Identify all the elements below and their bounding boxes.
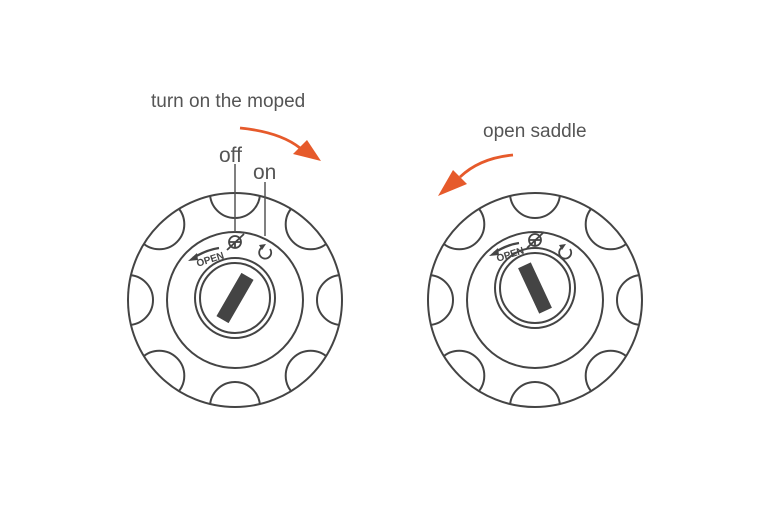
- crossed-steering-lock-icon: [526, 231, 545, 249]
- dial-outer-ring: [427, 192, 643, 408]
- ignition-dial-right: [427, 192, 643, 408]
- curved-arrow-icon: [239, 126, 321, 161]
- circular-arrow-icon: [258, 244, 273, 260]
- turn-on-caption: turn on the moped: [151, 91, 306, 112]
- key-slot: [518, 262, 552, 314]
- key-cylinder-inner: [199, 262, 271, 334]
- circular-arrow-icon: [558, 244, 573, 260]
- crossed-steering-lock-icon: [226, 233, 245, 251]
- on-position-label: on: [253, 161, 277, 184]
- key-cylinder-outer: [194, 257, 276, 339]
- dial-inner-ring: [466, 231, 604, 369]
- key-cylinder-inner: [499, 252, 571, 324]
- off-position-label: off: [219, 144, 242, 167]
- open-arrow-icon: [188, 246, 220, 261]
- open-arrow-icon: [489, 241, 520, 256]
- key-cylinder-outer: [494, 247, 576, 329]
- open-saddle-caption: open saddle: [483, 121, 587, 142]
- key-slot: [216, 272, 254, 324]
- curved-arrow-icon: [438, 153, 514, 196]
